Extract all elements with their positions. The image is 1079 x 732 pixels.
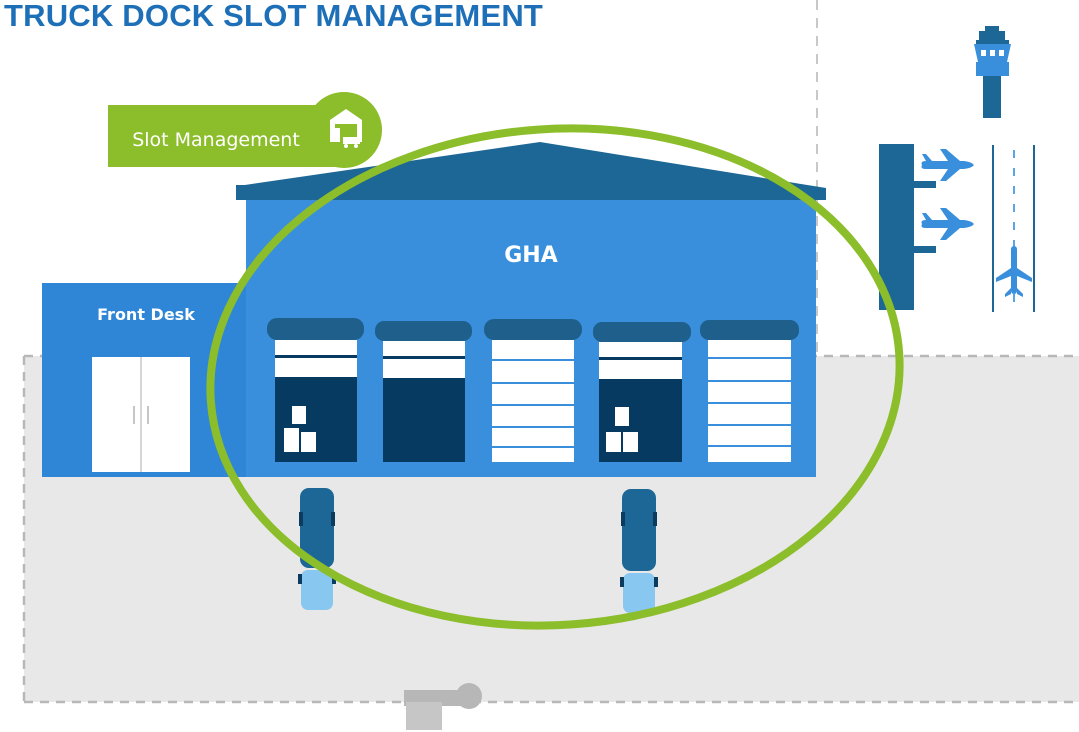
slot-management-badge[interactable]: Slot Management [108, 92, 382, 168]
highlight-ring [206, 124, 904, 630]
control-tower-icon [974, 26, 1011, 118]
cargo-box-icon [301, 432, 316, 452]
airplane-icon [921, 208, 974, 240]
airplane-icon [921, 149, 974, 181]
cargo-box-icon [284, 428, 299, 452]
dock-door[interactable] [593, 322, 691, 462]
airside-pier [879, 144, 936, 310]
dock-door[interactable] [267, 318, 364, 462]
dock-door[interactable] [375, 321, 472, 462]
runway [992, 145, 1035, 312]
cargo-box-icon [615, 407, 629, 426]
gha-label: GHA [504, 243, 558, 268]
cargo-box-icon [623, 432, 638, 452]
front-desk-door[interactable] [92, 357, 190, 472]
dock-door[interactable] [484, 319, 582, 462]
airplane-icon [996, 246, 1032, 297]
entry-gate-icon [404, 683, 482, 730]
truck-icon [298, 488, 336, 610]
page-title: TRUCK DOCK SLOT MANAGEMENT [4, 0, 544, 33]
truck-icon [620, 489, 658, 613]
dock-door[interactable] [700, 320, 799, 462]
cargo-box-icon [292, 406, 306, 424]
warehouse-truck-icon [330, 109, 362, 148]
cargo-box-icon [606, 432, 621, 452]
warehouse-roof [238, 142, 826, 200]
slot-management-label: Slot Management [132, 129, 300, 151]
front-desk-label: Front Desk [97, 305, 195, 324]
